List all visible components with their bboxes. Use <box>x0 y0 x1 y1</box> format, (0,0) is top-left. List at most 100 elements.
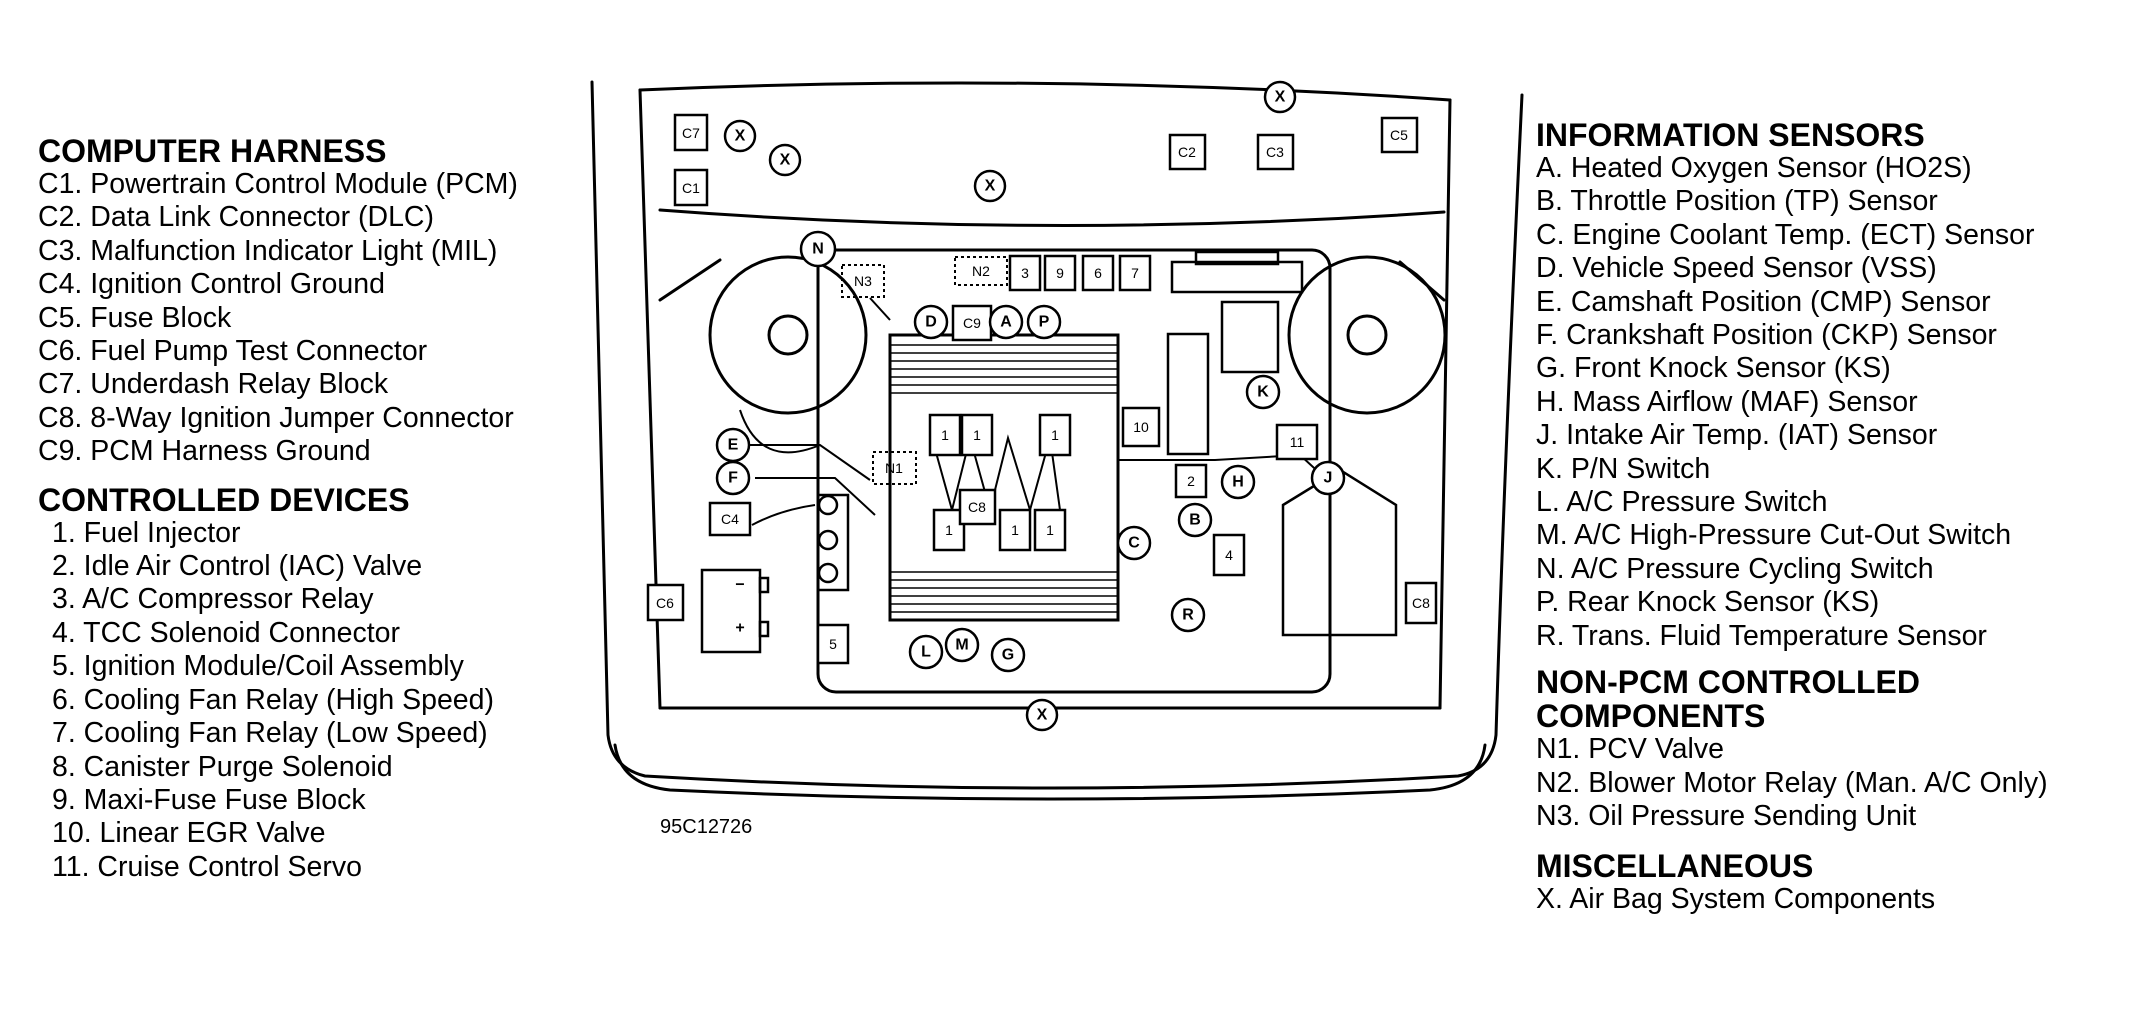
legend-item-8: 8. Canister Purge Solenoid <box>52 750 393 783</box>
wire-c4 <box>751 504 816 526</box>
label-g: G <box>1002 647 1014 664</box>
marker-f <box>715 460 751 496</box>
marker-r <box>1170 597 1206 633</box>
marker-h <box>1220 464 1256 500</box>
label-c8-side: C8 <box>1412 595 1430 611</box>
label-1a: 1 <box>941 427 949 443</box>
controlled-devices-heading: CONTROLLED DEVICES <box>38 481 410 518</box>
marker-d <box>913 304 949 340</box>
n2-box <box>954 256 1008 286</box>
legend-item-b: B. Throttle Position (TP) Sensor <box>1536 185 1938 218</box>
label-6: 6 <box>1094 265 1102 281</box>
c1-box <box>673 168 709 207</box>
marker-j <box>1310 460 1346 496</box>
legend-item-7: 7. Cooling Fan Relay (Low Speed) <box>52 717 488 750</box>
wire-n3 <box>869 297 891 321</box>
legend-item-r: R. Trans. Fluid Temperature Sensor <box>1536 619 1987 652</box>
miscellaneous-heading: MISCELLANEOUS <box>1536 848 1814 885</box>
label-3: 3 <box>1021 265 1029 281</box>
controlled-devices-list: 1. Fuel Injector 2. Idle Air Control (IA… <box>38 517 518 884</box>
c5-box <box>1380 116 1419 154</box>
legend-item-1: 1. Fuel Injector <box>52 516 241 549</box>
legend-item-11: 11. Cruise Control Servo <box>52 850 362 883</box>
label-k: K <box>1257 384 1269 401</box>
label-7: 7 <box>1131 265 1139 281</box>
injector-1a-box <box>928 413 962 457</box>
label-c1: C1 <box>682 180 700 196</box>
air-cleaner-box <box>1281 468 1398 637</box>
legend-item-j: J. Intake Air Temp. (IAT) Sensor <box>1536 419 1938 452</box>
c7-box <box>673 113 709 152</box>
device-4-box <box>1212 533 1246 577</box>
battery-case <box>700 568 762 654</box>
n3-box <box>841 264 885 298</box>
information-sensors-list: A. Heated Oxygen Sensor (HO2S) B. Thrott… <box>1536 152 2048 653</box>
legend-item-n: N. A/C Pressure Cycling Switch <box>1536 552 1934 585</box>
label-c2: C2 <box>1178 144 1196 160</box>
injector-1f-box <box>1033 508 1067 552</box>
legend-item-m: M. A/C High-Pressure Cut-Out Switch <box>1536 519 2012 552</box>
marker-x-bottom <box>1025 698 1059 732</box>
air-cleaner-top <box>1170 260 1304 294</box>
marker-x-top <box>1263 80 1297 114</box>
legend-item-p: P. Rear Knock Sensor (KS) <box>1536 586 1880 619</box>
cowl-top <box>638 81 1452 102</box>
figure-id: 95C12726 <box>660 816 752 838</box>
information-sensors-heading: INFORMATION SENSORS <box>1536 117 1925 153</box>
marker-c <box>1116 525 1152 561</box>
legend-item-c: C. Engine Coolant Temp. (ECT) Sensor <box>1536 218 2035 251</box>
label-d: D <box>925 314 937 331</box>
non-pcm-heading-line1: NON-PCM CONTROLLED <box>1536 664 1920 701</box>
left-strut-tower <box>708 255 868 415</box>
legend-item-2: 2. Idle Air Control (IAC) Valve <box>52 550 423 583</box>
coil-terminals <box>817 494 839 584</box>
label-m: M <box>955 637 968 654</box>
injector-1c-box <box>1038 413 1072 457</box>
marker-b <box>1177 502 1213 538</box>
legend-item-g: G. Front Knock Sensor (KS) <box>1536 352 1891 385</box>
label-x-left2: X <box>780 152 791 169</box>
label-11: 11 <box>1290 434 1305 450</box>
label-4: 4 <box>1225 547 1233 563</box>
ignition-coil-pack <box>816 493 850 592</box>
marker-l <box>908 634 944 670</box>
non-pcm-heading-line2: COMPONENTS <box>1536 698 1766 735</box>
right-strut-tower <box>1287 255 1447 415</box>
device-10-box <box>1121 406 1161 448</box>
compartment-outline <box>590 80 1524 790</box>
wire-left-strut <box>739 409 821 454</box>
legend-item-c4: C4. Ignition Control Ground <box>38 268 385 301</box>
label-c3: C3 <box>1266 144 1284 160</box>
legend-item-6: 6. Cooling Fan Relay (High Speed) <box>52 683 494 716</box>
battery-minus-label: − <box>735 577 744 594</box>
front-bumper-panel <box>613 743 1487 801</box>
legend-item-n2: N2. Blower Motor Relay (Man. A/C Only) <box>1536 766 2048 799</box>
inner-right-wall <box>1438 98 1452 710</box>
legend-item-n3: N3. Oil Pressure Sending Unit <box>1536 799 1917 832</box>
legend-item-c8: C8. 8-Way Ignition Jumper Connector <box>38 401 514 434</box>
air-duct <box>1166 332 1210 456</box>
c9-box <box>951 304 993 342</box>
marker-p <box>1026 304 1062 340</box>
legend-item-3: 3. A/C Compressor Relay <box>52 583 374 616</box>
label-c9: C9 <box>963 315 981 331</box>
left-strut-bolt <box>767 314 809 356</box>
wire-h <box>1118 453 1326 479</box>
label-x-bottom: X <box>1037 707 1048 724</box>
c6-box <box>646 583 685 622</box>
manifold-runners <box>890 344 1118 613</box>
device-11-box <box>1275 423 1319 461</box>
label-n2: N2 <box>972 263 990 279</box>
legend-item-4: 4. TCC Solenoid Connector <box>52 616 400 649</box>
c8-center-box <box>958 488 997 526</box>
label-n3: N3 <box>854 273 872 289</box>
c8-box <box>1404 581 1438 625</box>
legend-item-h: H. Mass Airflow (MAF) Sensor <box>1536 385 1918 418</box>
device-6-box <box>1081 254 1115 292</box>
label-1c: 1 <box>1051 427 1059 443</box>
injector-1e-box <box>998 508 1032 552</box>
legend-item-c3: C3. Malfunction Indicator Light (MIL) <box>38 234 498 267</box>
device-2-box <box>1174 463 1208 499</box>
label-c5: C5 <box>1390 127 1408 143</box>
left-legend: COMPUTER HARNESS C1. Powertrain Control … <box>38 134 518 884</box>
